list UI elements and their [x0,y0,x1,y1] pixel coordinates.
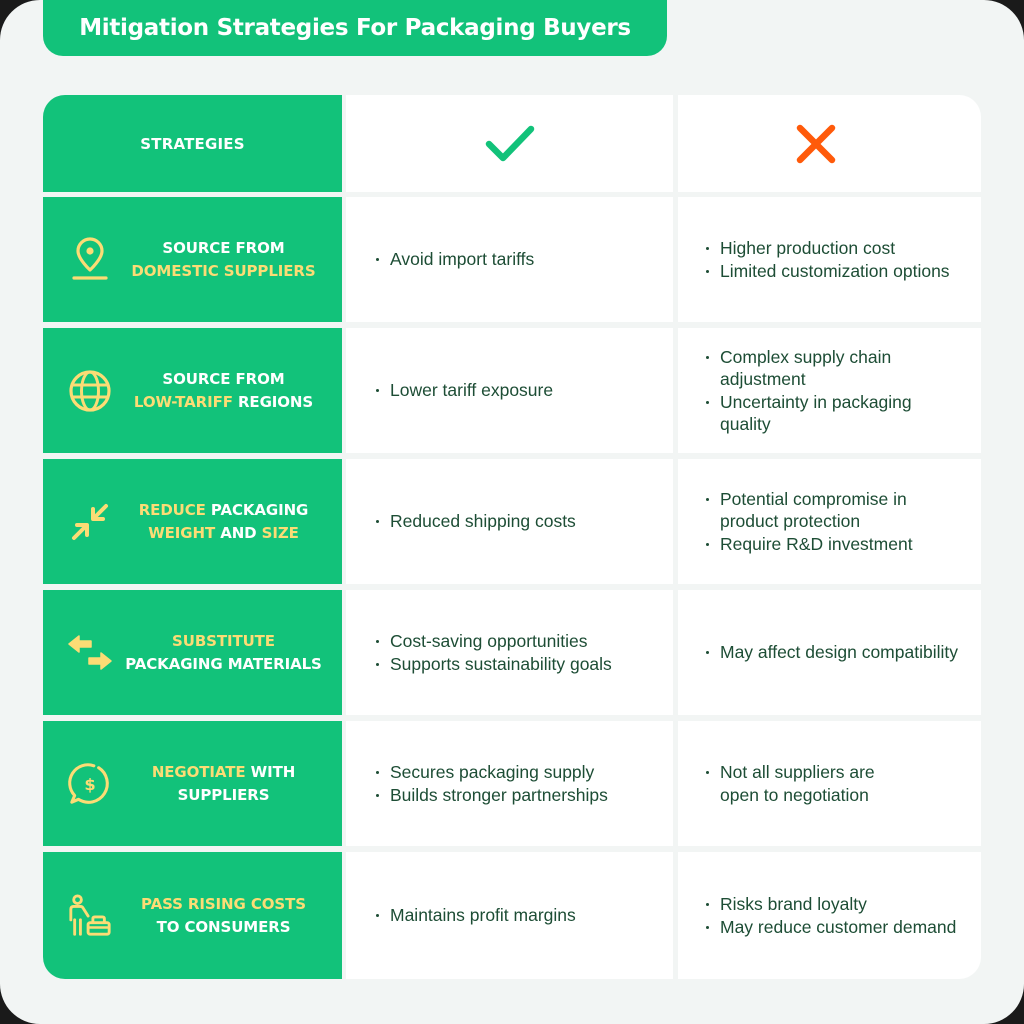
svg-text:$: $ [84,775,95,794]
cons-list: Higher production cost Limited customiza… [678,237,966,282]
globe-icon [67,368,113,414]
location-pin-icon [67,236,113,283]
header-strategies: STRATEGIES [43,95,342,192]
pro-item: Supports sustainability goals [376,653,612,674]
pros-cell: Lower tariff exposure [346,328,673,453]
dollar-chat-icon: $ [67,761,113,807]
pro-item: Maintains profit margins [376,905,576,926]
pros-list: Secures packaging supply Builds stronger… [346,761,624,806]
cons-list: May affect design compatibility [678,641,974,664]
pros-cell: Reduced shipping costs [346,459,673,584]
strategy-cell-low-tariff: SOURCE FROM LOW-TARIFF REGIONS [43,328,342,453]
strategy-label: SUBSTITUTE PACKAGING MATERIALS [125,631,322,673]
cons-cell: Not all suppliers are open to negotiatio… [678,721,981,846]
strategy-label: PASS RISING COSTS TO CONSUMERS [141,894,306,936]
con-item: Limited customization options [706,260,950,281]
strategy-cell-pass-costs: PASS RISING COSTS TO CONSUMERS [43,852,342,979]
pros-list: Reduced shipping costs [346,510,592,533]
con-item: Complex supply chain adjustment [706,346,965,391]
con-item: Not all suppliers are open to negotiatio… [706,761,911,806]
strategy-cell-negotiate: $ NEGOTIATE WITH SUPPLIERS [43,721,342,846]
pros-cell: Avoid import tariffs [346,197,673,322]
cons-list: Potential compromise in product protecti… [678,488,981,556]
cons-cell: Complex supply chain adjustment Uncertai… [678,328,981,453]
compress-arrows-icon [67,499,113,545]
cons-list: Risks brand loyalty May reduce customer … [678,893,972,938]
strategy-label: SOURCE FROM LOW-TARIFF REGIONS [133,369,314,411]
strategy-label: NEGOTIATE WITH SUPPLIERS [151,762,296,804]
pro-item: Lower tariff exposure [375,380,554,401]
header-pros [346,95,673,192]
strategy-cell-substitute: SUBSTITUTE PACKAGING MATERIALS [43,590,342,715]
con-item: Require R&D investment [706,533,965,556]
swap-arrows-icon [67,630,113,676]
strategy-table: STRATEGIES [43,95,981,979]
pro-item: Secures packaging supply [376,761,608,784]
cons-cell: May affect design compatibility [678,590,981,715]
pro-item: Reduced shipping costs [376,511,576,532]
pros-cell: Cost-saving opportunities Supports susta… [346,590,673,715]
pro-item: Builds stronger partnerships [376,784,608,805]
strategy-cell-reduce-weight: REDUCE PACKAGING WEIGHT AND SIZE [43,459,342,584]
con-item: May reduce customer demand [705,916,957,937]
cross-icon [796,124,835,163]
con-item: May affect design compatibility [706,642,958,663]
cons-list: Complex supply chain adjustment Uncertai… [678,346,981,436]
cons-cell: Higher production cost Limited customiza… [678,197,981,322]
con-item: Potential compromise in product protecti… [706,488,965,533]
header-strategies-label: STRATEGIES [140,134,245,153]
pros-list: Avoid import tariffs [346,248,550,271]
strategy-label: SOURCE FROM DOMESTIC SUPPLIERS [131,238,316,280]
strategy-label: REDUCE PACKAGING WEIGHT AND SIZE [138,500,309,542]
cons-cell: Risks brand loyalty May reduce customer … [678,852,981,979]
pros-list: Lower tariff exposure [346,379,569,402]
con-item: Risks brand loyalty [705,893,956,916]
strategy-cell-domestic: SOURCE FROM DOMESTIC SUPPLIERS [43,197,342,322]
con-item: Higher production cost [706,237,950,260]
person-basket-icon [67,893,113,939]
header-cons [678,95,981,192]
check-icon [485,125,534,161]
pros-cell: Secures packaging supply Builds stronger… [346,721,673,846]
con-item: Uncertainty in packaging quality [706,391,965,436]
page-title: Mitigation Strategies For Packaging Buye… [43,0,667,56]
pros-list: Cost-saving opportunities Supports susta… [346,630,628,675]
pros-cell: Maintains profit margins [346,852,673,979]
pro-item: Avoid import tariffs [375,249,535,270]
cons-list: Not all suppliers are open to negotiatio… [678,761,981,806]
cons-cell: Potential compromise in product protecti… [678,459,981,584]
pros-list: Maintains profit margins [346,904,592,927]
pro-item: Cost-saving opportunities [376,630,612,653]
